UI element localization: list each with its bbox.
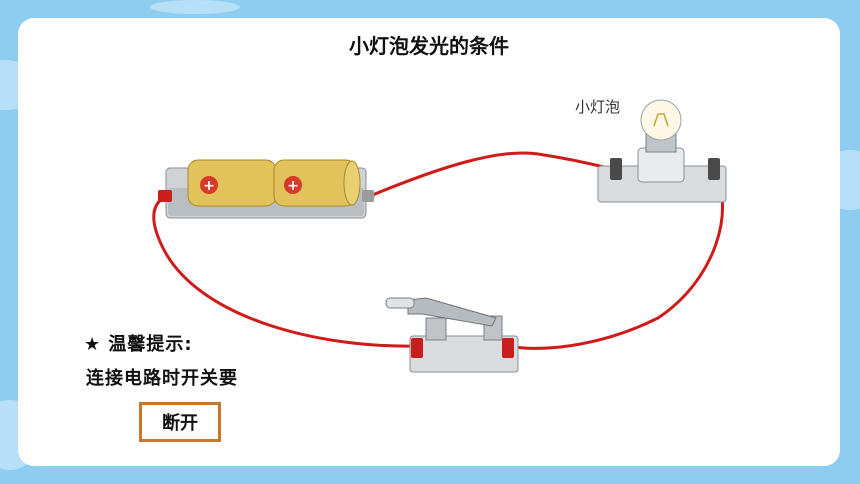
tip-text: 连接电路时开关要 [86, 368, 238, 389]
battery-icon: + + [158, 159, 374, 219]
switch-icon [385, 297, 519, 373]
wire-battery-to-bulb [369, 151, 617, 198]
bulb-label: 小灯泡 [575, 98, 621, 116]
slide-card: 小灯泡发光的条件 + + [18, 18, 840, 466]
circuit-diagram: + + [152, 99, 727, 373]
svg-text:+: + [203, 178, 215, 194]
background-cloud [150, 0, 240, 14]
slide-title: 小灯泡发光的条件 [349, 34, 509, 58]
tip-title: ★ 温馨提示: [84, 334, 193, 355]
answer-text: 断开 [162, 413, 198, 434]
wire-switch-to-battery [152, 194, 417, 348]
svg-text:+: + [287, 178, 299, 194]
answer-box[interactable]: 断开 [139, 402, 221, 442]
bulb-icon [597, 99, 727, 203]
wire-bulb-to-switch [507, 177, 724, 350]
